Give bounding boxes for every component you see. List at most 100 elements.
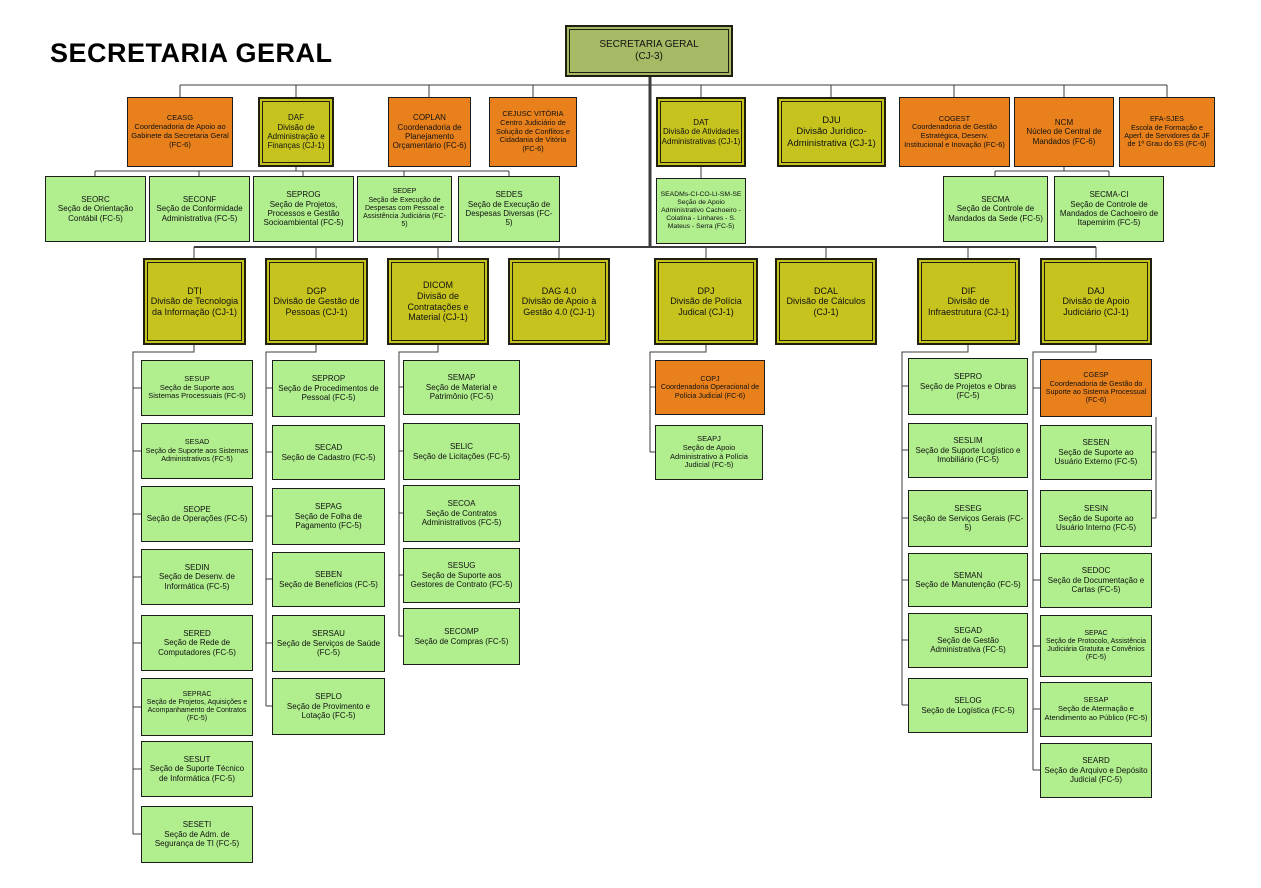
node-desc: Centro Judiciário de Solução de Conflito…	[496, 117, 570, 154]
node-desc: Seção de Suporte ao Usuário Interno (FC-…	[1055, 513, 1137, 533]
node-desc: Núcleo de Central de Mandados (FC-6)	[1026, 127, 1102, 146]
node-desc: Divisão de Atividades Administrativas (C…	[661, 127, 741, 146]
node-desc: Seção de Contratos Administrativos (FC-5…	[421, 508, 502, 528]
node-desc: Seção de Provimento e Lotação (FC-5)	[286, 701, 371, 721]
node-desc: Divisão de Tecnologia da Informação (CJ-…	[150, 296, 239, 317]
node-code: CEJUSC VITÓRIA	[502, 109, 564, 119]
node-code: SESIN	[1083, 504, 1108, 514]
node-code: SESETI	[182, 820, 212, 830]
node-code: SEADMs-CI-CO-LI-SM-SE	[660, 190, 742, 198]
page-title: SECRETARIA GERAL	[50, 38, 333, 68]
node-desc: Seção de Orientação Contábil (FC-5)	[57, 204, 134, 223]
node-desc: Seção de Suporte ao Usuário Externo (FC-…	[1054, 447, 1138, 467]
node-desc: Coordenadoria de Apoio ao Gabinete da Se…	[131, 122, 229, 149]
node-desc: Divisão de Infraestrutura (CJ-1)	[927, 296, 1010, 317]
node-desc: Seção de Licitações (FC-5)	[413, 451, 510, 461]
node-code: DAT	[693, 117, 709, 127]
node-desc: Seção de Suporte Logístico e Imobiliário…	[915, 445, 1021, 465]
node-desc: Seção de Manutenção (FC-5)	[915, 580, 1021, 589]
node-code: DAG 4.0	[541, 285, 577, 296]
node-desc: Seção de Suporte aos Sistemas Processuai…	[148, 382, 246, 401]
node-desc: Seção de Serviços de Saúde (FC-5)	[276, 638, 381, 658]
node-desc: Seção de Execução de Despesas com Pessoa…	[363, 196, 446, 229]
node-code: SEPROP	[311, 374, 346, 384]
node-code: SELIC	[449, 442, 474, 452]
node-desc: Coordenadoria de Planejamento Orçamentár…	[392, 122, 467, 151]
node-desc: Divisão de Apoio Judiciário (CJ-1)	[1062, 296, 1130, 317]
node-code: SEDIN	[184, 562, 210, 572]
node-code: SECAD	[314, 443, 343, 453]
node-desc: Divisão de Gestão de Pessoas (CJ-1)	[273, 296, 360, 317]
node-desc: Seção de Projetos, Aquisições e Acompanh…	[146, 698, 248, 723]
node-code: SERSAU	[312, 629, 345, 639]
node-desc: Seção de Rede de Computadores (FC-5)	[158, 638, 236, 657]
node-desc: Seção de Protocolo, Assistência Judiciár…	[1045, 637, 1146, 662]
node-desc: Seção de Conformidade Administrativa (FC…	[156, 204, 243, 223]
node-desc: Seção de Compras (FC-5)	[414, 636, 509, 646]
node-code: DCAL	[813, 285, 838, 296]
node-code: DAJ	[1087, 285, 1105, 296]
node-desc: Divisão de Cálculos (CJ-1)	[786, 296, 866, 317]
node-code: COGEST	[938, 113, 971, 123]
node-code: DIF	[961, 285, 976, 296]
node-code: DGP	[306, 285, 327, 296]
node-code: SECMA	[981, 194, 1010, 204]
node-desc: Seção de Controle de Mandados de Cachoei…	[1059, 199, 1159, 228]
node-desc: Seção de Apoio Administrativo Cachoeiro …	[661, 198, 741, 231]
node-code: SEAPJ	[697, 433, 721, 443]
node-code: SEMAN	[953, 570, 983, 580]
node-desc: Seção de Documentação e Cartas (FC-5)	[1047, 575, 1145, 595]
node-code: SEDEP	[392, 188, 417, 196]
node-desc: Seção de Serviços Gerais (FC-5)	[912, 513, 1024, 533]
node-desc: Seção de Operações (FC-5)	[146, 514, 248, 523]
connector-line	[265, 345, 317, 706]
node-code: CGESP	[1083, 370, 1109, 380]
node-code: SEDOC	[1081, 566, 1111, 576]
node-code: SESLIM	[953, 436, 983, 446]
node-desc: Seção de Controle de Mandados da Sede (F…	[948, 204, 1043, 223]
node-code: SEPAC	[1084, 629, 1108, 637]
node-desc: Coordenadoria de Gestão Estratégica, Des…	[904, 122, 1005, 149]
connector-line	[1032, 345, 1097, 770]
node-desc: (CJ-3)	[635, 51, 663, 62]
node-code: SEPROG	[286, 190, 321, 200]
node-desc: Seção de Procedimentos de Pessoal (FC-5)	[278, 383, 379, 403]
connector-line	[649, 345, 707, 452]
node-code: DAF	[288, 113, 304, 123]
node-desc: Escola de Formação e Aperf. de Servidore…	[1124, 122, 1210, 149]
node-desc: Seção de Adm. de Segurança de TI (FC-5)	[154, 829, 240, 849]
